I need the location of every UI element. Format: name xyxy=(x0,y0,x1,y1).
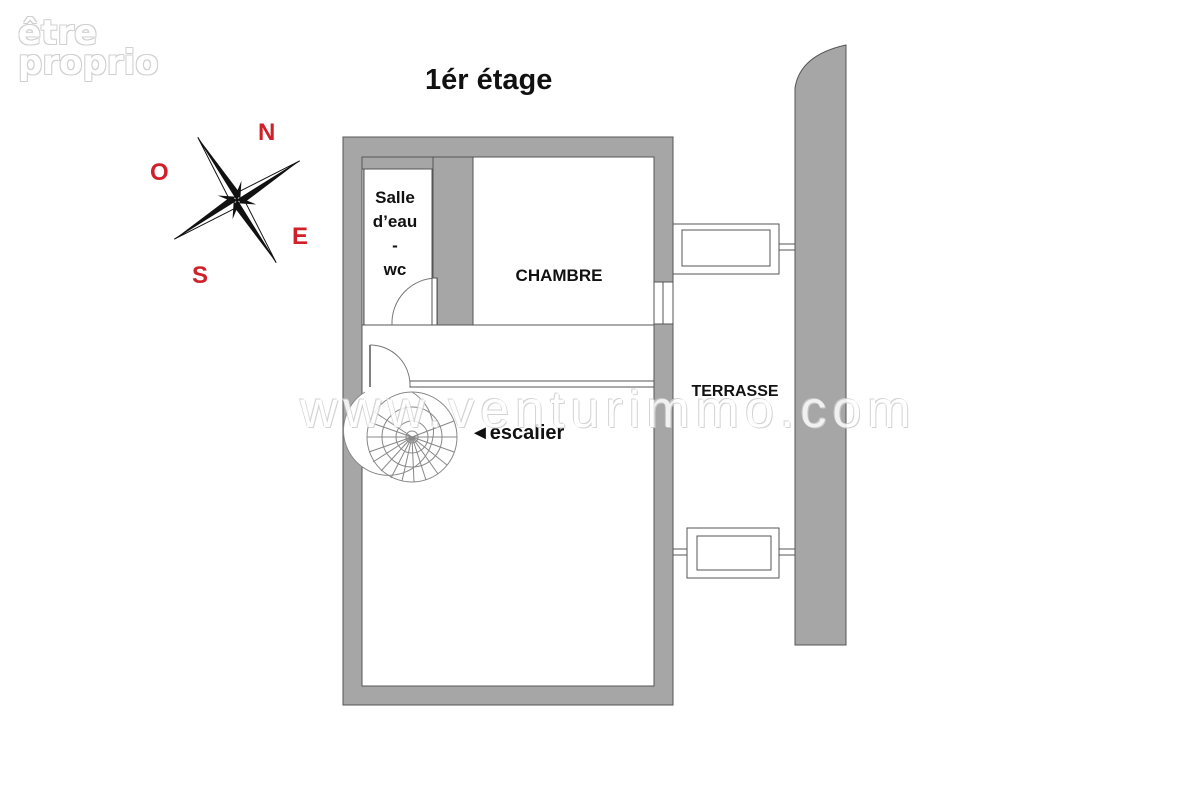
compass-south: S xyxy=(192,262,208,289)
watermark: www.venturimmo.com xyxy=(300,381,917,439)
salle-room xyxy=(363,168,433,326)
compass-west: O xyxy=(150,159,169,186)
planter-bottom xyxy=(673,527,795,579)
planter-top xyxy=(672,223,795,275)
salle-label-line-2: d’eau xyxy=(372,212,418,231)
salle-wall-top xyxy=(361,156,434,170)
salle-label-line-3: - xyxy=(392,236,398,255)
salle-door xyxy=(391,277,438,326)
logo-line-1: être xyxy=(18,13,98,53)
stair-door xyxy=(369,344,411,387)
escalier-label: ◄escalier xyxy=(470,422,565,444)
compass-rose xyxy=(173,136,301,264)
terrace-wall xyxy=(794,44,847,646)
compass-north: N xyxy=(258,119,275,146)
chambre-label: CHAMBRE xyxy=(515,266,603,285)
spiral-staircase xyxy=(343,391,458,483)
salle-label: Salle d’eau - wc xyxy=(362,186,428,282)
terrasse-label: TERRASSE xyxy=(691,383,779,400)
plan-title: 1ér étage xyxy=(425,64,553,96)
logo-line-2: proprio xyxy=(18,43,159,83)
chambre-room xyxy=(472,156,655,326)
salle-label-line-4: wc xyxy=(383,260,407,279)
interior-wall-vertical xyxy=(432,156,474,326)
compass-east: E xyxy=(292,223,308,250)
brand-logo: être proprio xyxy=(18,13,159,83)
salle-wall-left xyxy=(362,169,364,325)
salle-label-line-1: Salle xyxy=(375,188,415,207)
